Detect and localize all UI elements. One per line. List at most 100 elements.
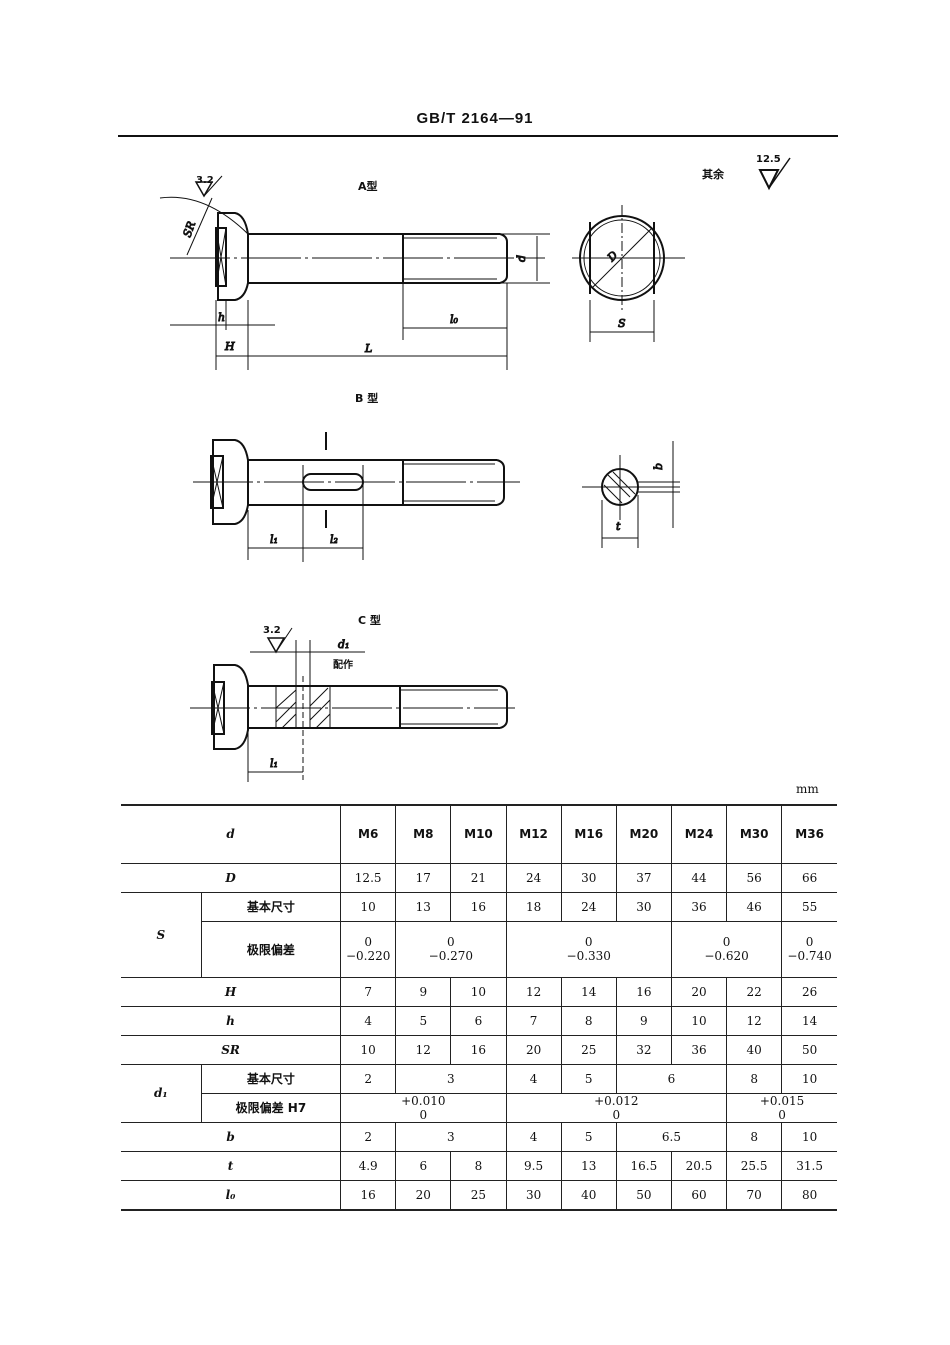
row-label-b: b [121, 1121, 342, 1152]
cell: 10 [340, 891, 397, 922]
technical-drawing: SR d D S h H L l₀ [159, 157, 791, 782]
hole-finish-value: 3.2 [263, 625, 281, 636]
col-header: M8 [395, 804, 452, 864]
cell: 17 [395, 862, 452, 893]
tolerance-cell: 0−0.620 [670, 920, 783, 978]
cell: 7 [340, 976, 397, 1007]
row-S-limit: 极限偏差 0−0.220 0−0.270 0−0.330 0−0.620 0−0… [121, 920, 837, 978]
cell: 10 [340, 1034, 397, 1065]
cell: 26 [781, 976, 837, 1007]
cell: 36 [670, 891, 728, 922]
cell: 4.9 [340, 1150, 397, 1181]
row-label-basic: 基本尺寸 [200, 891, 342, 922]
cell: 14 [781, 1005, 837, 1036]
cell: 60 [670, 1179, 728, 1211]
cell: 16 [340, 1179, 397, 1211]
cell: 7 [505, 1005, 562, 1036]
cell: 50 [781, 1034, 837, 1065]
cell: 80 [781, 1179, 837, 1211]
cell: 12 [395, 1034, 452, 1065]
cell: 22 [726, 976, 783, 1007]
cell: 8 [726, 1063, 783, 1094]
tolerance-cell: 0−0.740 [781, 920, 837, 978]
cell: 20 [505, 1034, 562, 1065]
row-label-S: S [121, 891, 202, 978]
col-header: M20 [615, 804, 672, 864]
cell: 2 [340, 1121, 397, 1152]
row-SR: SR 10 12 16 20 25 32 36 40 50 [121, 1034, 837, 1065]
type-a-label: A型 [358, 180, 378, 193]
row-d: d M6 M8 M10 M12 M16 M20 M24 M30 M36 [121, 804, 837, 864]
cell: 6 [615, 1063, 728, 1094]
row-S-basic: S 基本尺寸 10 13 16 18 24 30 36 46 55 [121, 891, 837, 978]
hole-note: 配作 [333, 660, 353, 671]
svg-text:l₀: l₀ [450, 313, 459, 326]
type-a-bolt-icon [159, 175, 685, 370]
row-t: t 4.9 6 8 9.5 13 16.5 20.5 25.5 31.5 [121, 1150, 837, 1181]
cell: 16 [450, 891, 507, 922]
col-header: M24 [670, 804, 728, 864]
row-label-h: h [121, 1005, 342, 1036]
row-D: D 12.5 17 21 24 30 37 44 56 66 [121, 862, 837, 893]
tolerance-cell: 0−0.330 [505, 920, 672, 978]
row-label-D: D [121, 862, 342, 893]
cell: 16 [450, 1034, 507, 1065]
svg-text:t: t [616, 520, 621, 533]
cell: 6.5 [615, 1121, 728, 1152]
row-b: b 2 3 4 5 6.5 8 10 [121, 1121, 837, 1152]
cell: 25.5 [726, 1150, 783, 1181]
col-header: M12 [505, 804, 562, 864]
row-l0: l₀ 16 20 25 30 40 50 60 70 80 [121, 1179, 837, 1211]
col-header: M30 [726, 804, 783, 864]
cell: 30 [615, 891, 672, 922]
svg-text:d: d [515, 255, 528, 262]
cell: 9.5 [505, 1150, 562, 1181]
svg-text:b: b [652, 463, 665, 470]
cell: 4 [340, 1005, 397, 1036]
type-b-bolt-icon [193, 432, 680, 562]
dimension-table: d M6 M8 M10 M12 M16 M20 M24 M30 M36 D 12… [121, 804, 837, 1211]
cell: 10 [781, 1063, 837, 1094]
svg-text:H: H [224, 340, 235, 353]
col-header: M16 [560, 804, 617, 864]
cell: 50 [615, 1179, 672, 1211]
cell: 40 [560, 1179, 617, 1211]
svg-text:L: L [364, 342, 372, 355]
cell: 9 [395, 976, 452, 1007]
cell: 5 [395, 1005, 452, 1036]
cell: 13 [395, 891, 452, 922]
row-label-d1: d₁ [121, 1063, 202, 1123]
header-rule [118, 135, 838, 137]
cell: 46 [726, 891, 783, 922]
cell: 12 [505, 976, 562, 1007]
svg-text:S: S [618, 317, 626, 330]
cell: 16 [615, 976, 672, 1007]
row-H: H 7 9 10 12 14 16 20 22 26 [121, 976, 837, 1007]
unit-label: mm [796, 782, 819, 796]
row-label-SR: SR [121, 1034, 342, 1065]
cell: 10 [781, 1121, 837, 1152]
svg-text:l₁: l₁ [270, 533, 278, 546]
cell: 12 [726, 1005, 783, 1036]
cell: 18 [505, 891, 562, 922]
cell: 32 [615, 1034, 672, 1065]
cell: 44 [670, 862, 728, 893]
cell: 20 [395, 1179, 452, 1211]
cell: 31.5 [781, 1150, 837, 1181]
type-c-label: C 型 [358, 614, 381, 627]
cell: 37 [615, 862, 672, 893]
head-finish-value: 3.2 [196, 175, 214, 186]
row-label-limit-h7: 极限偏差 H7 [200, 1092, 342, 1123]
svg-text:h: h [218, 311, 225, 324]
row-label-d: d [121, 804, 342, 864]
cell: 24 [505, 862, 562, 893]
cell: 56 [726, 862, 783, 893]
surface-rest-value: 12.5 [756, 154, 781, 165]
row-label-basic: 基本尺寸 [200, 1063, 342, 1094]
tolerance-cell: 0−0.220 [340, 920, 397, 978]
cell: 6 [450, 1005, 507, 1036]
cell: 3 [395, 1121, 507, 1152]
